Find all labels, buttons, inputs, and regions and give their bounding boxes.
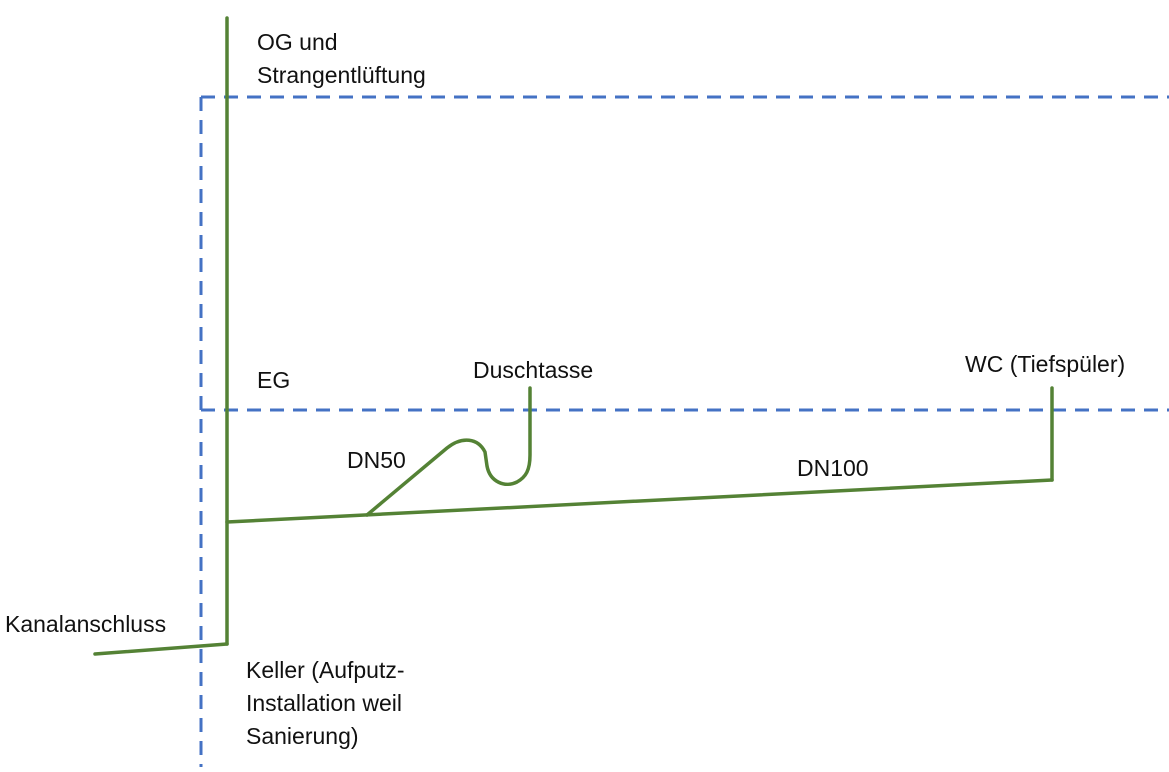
og-label-line-2: Strangentlüftung bbox=[257, 62, 426, 88]
keller-label-line-1: Keller (Aufputz- bbox=[246, 657, 405, 683]
keller-label: Keller (Aufputz- Installation weil Sanie… bbox=[246, 654, 405, 753]
keller-label-line-3: Sanierung) bbox=[246, 723, 359, 749]
keller-label-line-2: Installation weil bbox=[246, 690, 402, 716]
wc-label: WC (Tiefspüler) bbox=[965, 351, 1126, 377]
og-label-line-1: OG und bbox=[257, 29, 338, 55]
sewer-connection-pipe bbox=[93, 642, 229, 656]
duschtasse-label: Duschtasse bbox=[473, 357, 594, 383]
eg-label: EG bbox=[257, 367, 291, 393]
dn50-label: DN50 bbox=[347, 447, 406, 473]
dn100-main-pipe bbox=[225, 478, 1054, 524]
dn100-label: DN100 bbox=[797, 455, 869, 481]
kanalanschluss-label: Kanalanschluss bbox=[5, 611, 167, 637]
dn50-shower-pipe-with-trap bbox=[365, 386, 532, 517]
og-label: OG und Strangentlüftung bbox=[257, 26, 426, 92]
